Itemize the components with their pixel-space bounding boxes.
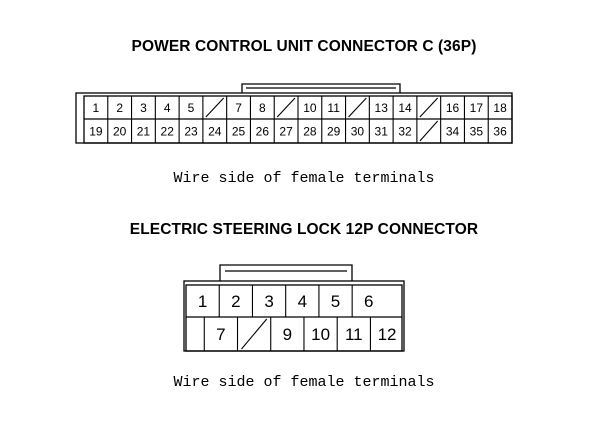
connector_36p-terminal-35: 35 xyxy=(470,124,484,138)
connector_36p-terminal-26: 26 xyxy=(256,124,270,138)
connector_12p-terminal-3: 3 xyxy=(264,292,273,311)
unused-terminal-slash xyxy=(241,318,268,350)
connector_36p-terminal-18: 18 xyxy=(493,101,507,115)
connector-12p-caption: Wire side of female terminals xyxy=(173,374,435,391)
connector_36p-terminal-8: 8 xyxy=(259,101,266,115)
connector_36p-terminal-31: 31 xyxy=(375,124,389,138)
connector_36p-terminal-25: 25 xyxy=(232,124,246,138)
connector_36p-terminal-17: 17 xyxy=(470,101,484,115)
connector_36p-terminal-11: 11 xyxy=(327,101,340,115)
connector_36p-terminal-32: 32 xyxy=(398,124,412,138)
unused-terminal-slash xyxy=(205,97,225,118)
connector_12p-terminal-6: 6 xyxy=(364,292,373,311)
connector_36p-terminal-24: 24 xyxy=(208,124,222,138)
connector_36p-terminal-34: 34 xyxy=(446,124,460,138)
connector_12p-terminal-7: 7 xyxy=(216,325,225,344)
connector_12p-terminal-10: 10 xyxy=(311,325,330,344)
connector_36p-terminal-5: 5 xyxy=(188,101,195,115)
connector_36p-terminal-29: 29 xyxy=(327,124,341,138)
connector_36p-terminal-20: 20 xyxy=(113,124,127,138)
connector_12p-terminal-11: 11 xyxy=(345,325,363,344)
connector_12p-terminal-5: 5 xyxy=(331,292,340,311)
unused-terminal-slash xyxy=(348,97,367,118)
connector_36p-terminal-28: 28 xyxy=(303,124,317,138)
connector_36p-terminal-2: 2 xyxy=(116,101,123,115)
unused-terminal-slash xyxy=(276,97,296,118)
unused-terminal-slash xyxy=(419,97,439,118)
connector_36p-terminal-4: 4 xyxy=(164,101,171,115)
connector_36p-terminal-30: 30 xyxy=(351,124,365,138)
connector_36p-terminal-14: 14 xyxy=(398,101,412,115)
connector_12p-terminal-1: 1 xyxy=(198,292,207,311)
connector_36p-terminal-16: 16 xyxy=(446,101,460,115)
connector_12p-terminal-4: 4 xyxy=(298,292,307,311)
unused-terminal-slash xyxy=(419,120,439,142)
connector_36p-terminal-19: 19 xyxy=(89,124,103,138)
connector_12p-terminal-9: 9 xyxy=(283,325,292,344)
connector_36p-terminal-3: 3 xyxy=(140,101,147,115)
connector_36p-terminal-7: 7 xyxy=(235,101,242,115)
connector_36p-terminal-36: 36 xyxy=(493,124,507,138)
connector_36p-terminal-21: 21 xyxy=(137,124,151,138)
connector_36p-terminal-10: 10 xyxy=(303,101,317,115)
connector-36p-caption: Wire side of female terminals xyxy=(173,170,435,187)
connector_36p-terminal-13: 13 xyxy=(375,101,389,115)
connector_36p-terminal-27: 27 xyxy=(279,124,293,138)
connector_36p-terminal-1: 1 xyxy=(93,101,100,115)
connector_12p-terminal-2: 2 xyxy=(231,292,240,311)
connector-36p-title: POWER CONTROL UNIT CONNECTOR C (36P) xyxy=(131,38,477,55)
connector_12p-terminal-12: 12 xyxy=(378,325,397,344)
connector_36p-terminal-23: 23 xyxy=(184,124,198,138)
connector-12p-title: ELECTRIC STEERING LOCK 12P CONNECTOR xyxy=(129,221,479,238)
connector_36p-terminal-22: 22 xyxy=(161,124,175,138)
connector-12p-housing xyxy=(183,264,405,352)
